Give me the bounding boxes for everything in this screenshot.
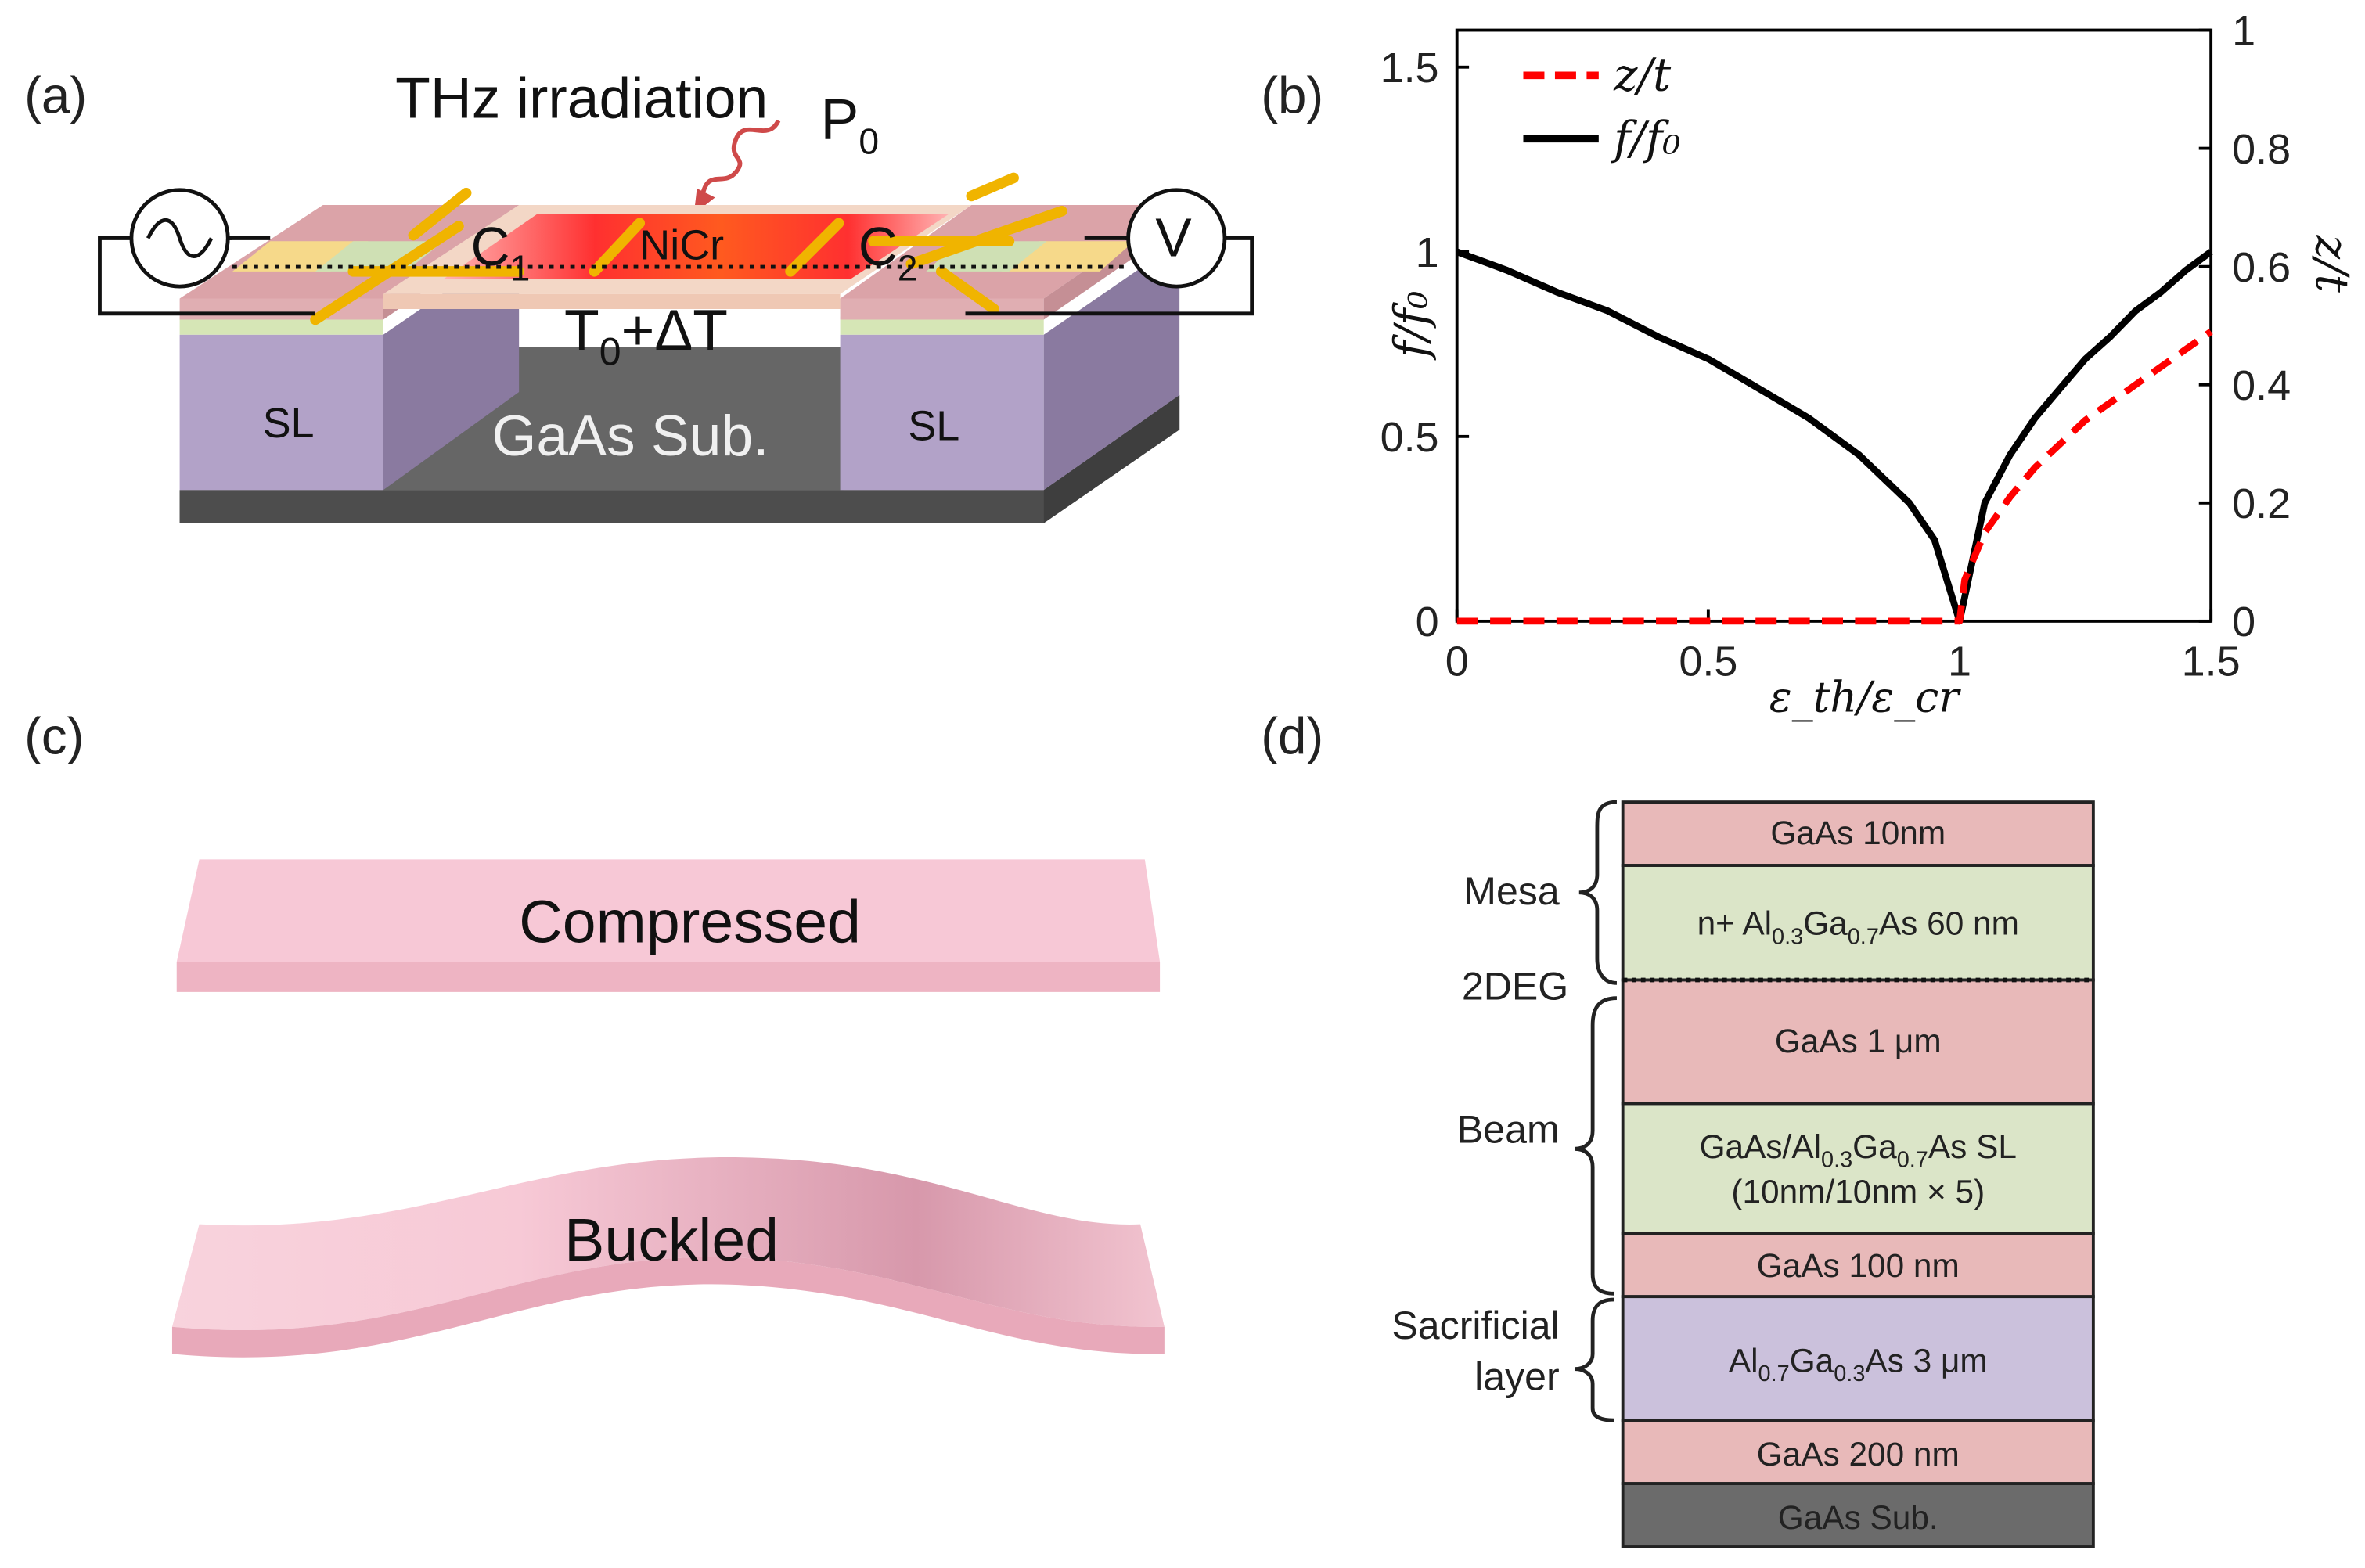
voltmeter-label: V <box>1155 207 1191 268</box>
buckled-beam <box>171 1157 1165 1331</box>
sl-left-block <box>179 334 383 491</box>
layer-gaas-10nm <box>1621 800 2095 867</box>
y-right-tick-label: 0.8 <box>2232 126 2291 173</box>
layer-label-gaas-1um: GaAs 1 μm <box>1775 1023 1942 1059</box>
sl-right-label: SL <box>908 403 959 450</box>
panel-a-label: (a) <box>24 67 87 124</box>
y-left-tick-label: 1.5 <box>1380 45 1439 92</box>
layer-gaas-1um <box>1621 978 2095 1106</box>
thz-wave-icon <box>700 119 781 194</box>
bracket-label-2deg: 2DEG <box>1462 965 1568 1009</box>
temperature-label: T0+ΔT <box>564 298 728 373</box>
compressed-label: Compressed <box>519 888 861 955</box>
series-line-ff0 <box>1456 248 2213 625</box>
layer-sacrificial <box>1621 1295 2095 1422</box>
y-right-tick-label: 0.2 <box>2232 480 2291 527</box>
x-tick-label: 1.5 <box>2182 638 2241 685</box>
buckled-beam-side <box>171 1257 1165 1358</box>
bracket-label-beam: Beam <box>1457 1108 1560 1152</box>
layer-gaas-200nm <box>1621 1419 2095 1486</box>
gaas-substrate-label: GaAs Sub. <box>491 404 769 468</box>
panel-d: (d) GaAs 10nm n+ Al0.3Ga0.7As 60 nm GaAs… <box>1261 707 2095 1548</box>
sl-right-block <box>840 334 1044 491</box>
y-right-tick-label: 0.4 <box>2232 362 2291 409</box>
thz-irradiation-label: THz irradiation <box>395 66 768 130</box>
legend-label-zt: z/t <box>1613 49 1672 102</box>
y-left-tick-label: 0.5 <box>1380 414 1439 461</box>
layer-label-algaas-60nm: n+ Al0.3Ga0.7As 60 nm <box>1697 905 2019 950</box>
y-left-tick-label: 1 <box>1416 229 1439 276</box>
chart-legend: z/t f/f₀ <box>1523 49 1681 165</box>
y-right-tick-label: 0 <box>2232 599 2255 646</box>
x-axis-label: ε_th/ε_cr <box>1769 673 1962 722</box>
layer-stack <box>1621 800 2095 1548</box>
bracket-label-sacrificial: Sacrificial <box>1391 1304 1559 1347</box>
nicr-label: NiCr <box>639 221 724 268</box>
layer-label-sacrificial: Al0.7Ga0.3As 3 μm <box>1729 1343 1988 1387</box>
chart-frame <box>1455 28 2213 623</box>
x-tick-label: 0 <box>1445 638 1469 685</box>
panel-a: (a) THz irradiation P0 GaAs Sub. SL SL <box>24 66 1254 523</box>
layer-substrate <box>1621 1482 2095 1548</box>
compressed-beam <box>176 859 1161 962</box>
panel-c-label: (c) <box>24 707 84 764</box>
layer-brackets <box>1574 800 1618 1422</box>
nicr-heater <box>443 214 949 279</box>
y-right-axis-label: z/t <box>2306 235 2359 293</box>
x-tick-label: 0.5 <box>1679 638 1737 685</box>
layer-label-gaas-10nm: GaAs 10nm <box>1770 815 1946 851</box>
bracket-label-mesa: Mesa <box>1463 869 1560 913</box>
layer-label-substrate: GaAs Sub. <box>1778 1499 1938 1536</box>
series-line-zt <box>1456 329 2213 625</box>
legend-label-ff0: f/f₀ <box>1611 112 1680 165</box>
y-right-tick-label: 0.6 <box>2232 244 2291 291</box>
layer-algaas-60nm <box>1621 864 2095 982</box>
panel-c: (c) Compressed Buckled <box>24 707 1165 1358</box>
y-left-tick-label: 0 <box>1416 599 1439 646</box>
bracket-label-layer: layer <box>1474 1355 1560 1399</box>
layer-label-gaas-200nm: GaAs 200 nm <box>1757 1436 1960 1473</box>
gold-electrodes <box>310 172 1067 325</box>
compressed-beam-side <box>176 962 1161 992</box>
power-label: P0 <box>821 87 880 161</box>
chart-lines <box>1456 248 2213 625</box>
panel-d-label: (d) <box>1261 707 1323 764</box>
panel-b-label: (b) <box>1261 67 1323 124</box>
sl-left-label: SL <box>263 400 315 447</box>
buckled-label: Buckled <box>564 1207 779 1274</box>
sine-wave-icon <box>146 218 214 258</box>
x-tick-label: 1 <box>1948 638 1971 685</box>
layer-label-sl-period: (10nm/10nm × 5) <box>1731 1174 1985 1210</box>
layer-label-gaas-100nm: GaAs 100 nm <box>1757 1247 1960 1284</box>
layer-label-sl: GaAs/Al0.3Ga0.7As SL <box>1700 1128 2017 1173</box>
y-left-axis-label: f/f₀ <box>1384 291 1438 361</box>
layer-sl <box>1621 1102 2095 1235</box>
y-right-tick-label: 1 <box>2232 8 2255 55</box>
